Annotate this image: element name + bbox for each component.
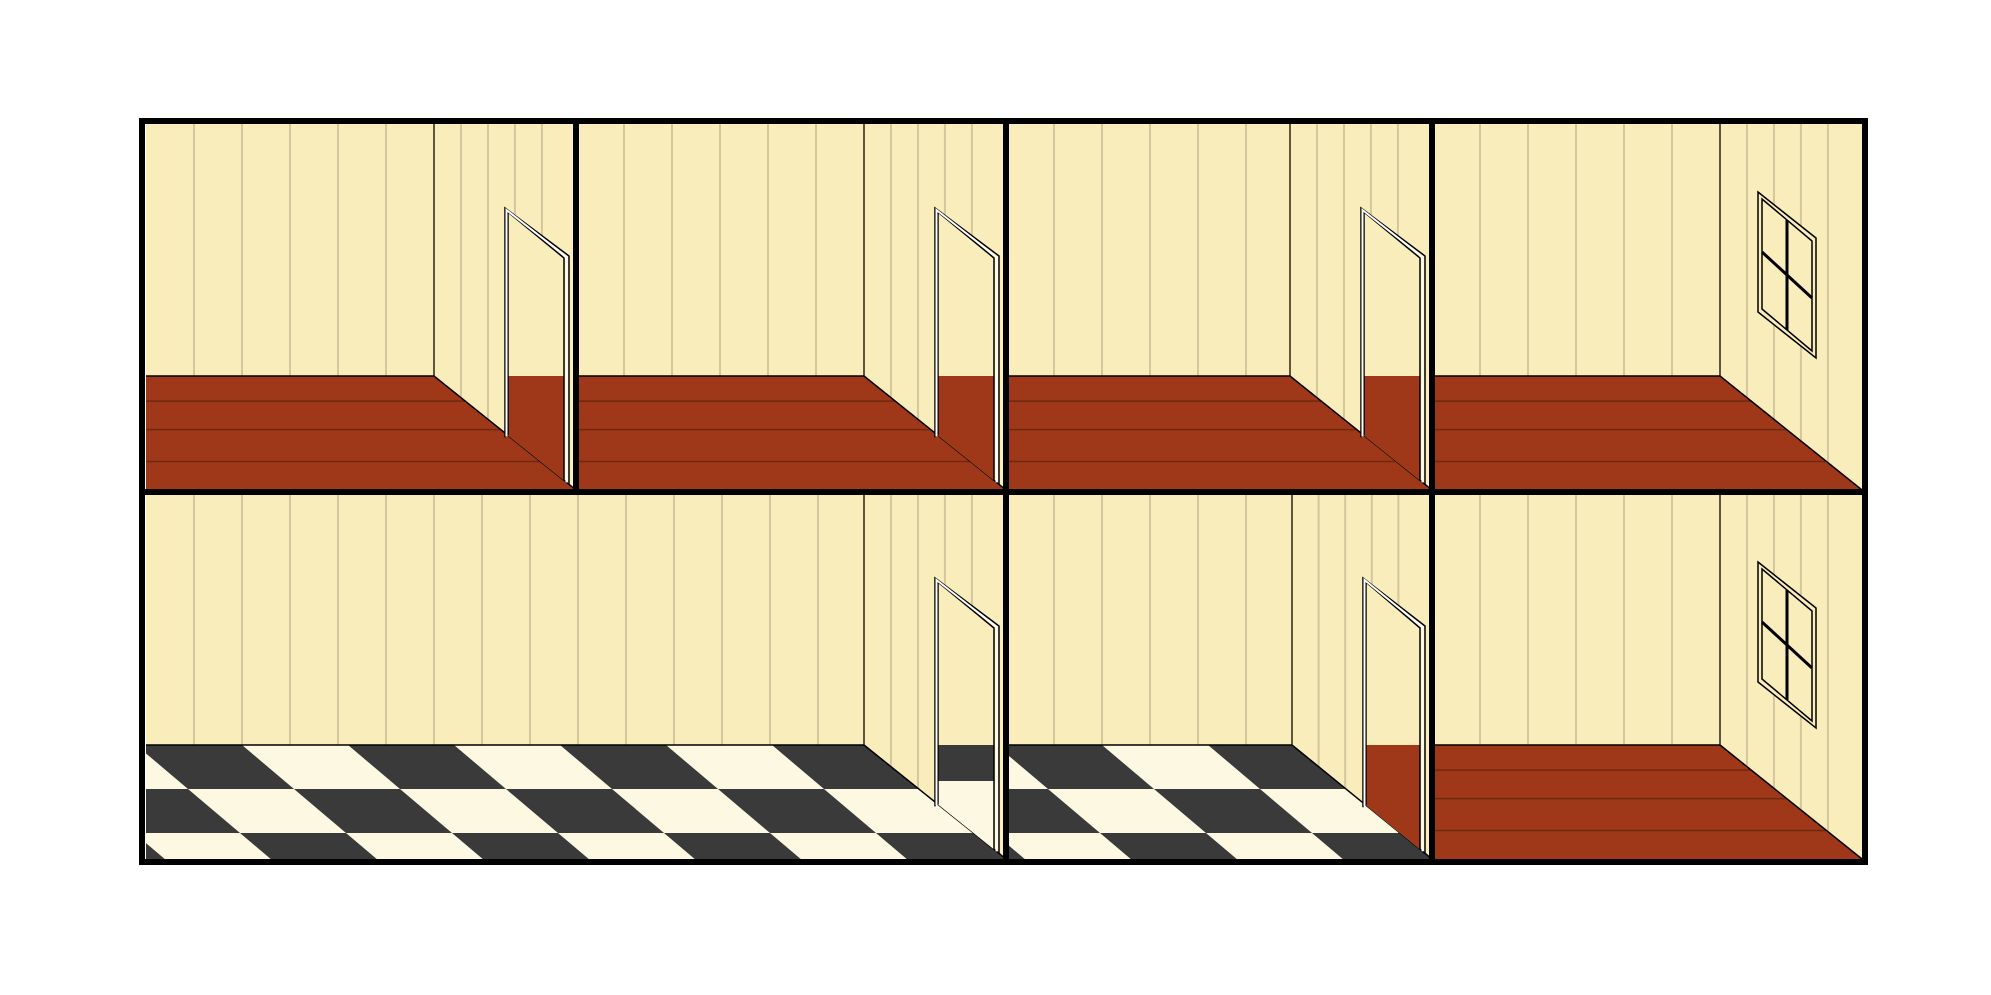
floor-tile-dark [146,745,294,789]
floor-tile-dark [1100,833,1240,859]
room-panel [1432,494,1862,859]
side-window [1757,560,1817,730]
floor-tile-dark [294,789,452,833]
door-frame [934,206,1000,485]
doorway-floor-wood [938,376,994,481]
doorway-floor-wood [1364,376,1420,481]
side-doorway [1362,576,1426,854]
grid-frame [139,118,1868,865]
door-frame [1362,576,1426,854]
floor-side-edge [1719,744,1862,859]
floor-tile-dark [240,833,380,859]
room-panel [1432,124,1862,490]
rooms-layer [146,124,1862,859]
door-frame [1360,206,1426,485]
floor-tile-dark [664,833,804,859]
doorway-floor-wood [508,376,564,481]
floor-tile-dark [452,833,592,859]
door-frame [504,206,570,485]
floor-tile-dark [348,745,506,789]
door-frame [937,580,995,850]
floor-tile-dark [718,789,876,833]
floor-tile-dark [1006,789,1100,833]
doorway-floor-wood [1366,745,1420,850]
room-panel [1006,124,1432,490]
side-doorway [504,206,570,485]
floor-tile-dark [506,789,664,833]
door-frame [507,210,565,481]
side-doorway [934,206,1000,485]
floor-tile-dark [1154,789,1312,833]
door-frame [1365,580,1421,850]
room-panel [146,494,1006,859]
floor-tile-dark [146,789,240,833]
checkered-floor [1006,745,1432,859]
back-wall [1006,124,1290,376]
room-panel [1006,494,1432,859]
side-window [1757,190,1817,360]
window-transom [1760,250,1814,300]
floor-side-edge [1291,744,1432,859]
window-transom [1760,620,1814,670]
floor-side-edge [1719,375,1862,490]
side-doorway [1360,206,1426,485]
door-frame [937,210,995,481]
floor-tile-dark [1006,745,1154,789]
room-panel [146,124,576,490]
floor-tile-dark [560,745,718,789]
room-panel [576,124,1006,490]
floor-tile-dark [876,833,1006,859]
door-frame [1363,210,1421,481]
side-doorway [934,576,1000,854]
door-frame [934,576,1000,854]
back-wall [146,494,864,745]
